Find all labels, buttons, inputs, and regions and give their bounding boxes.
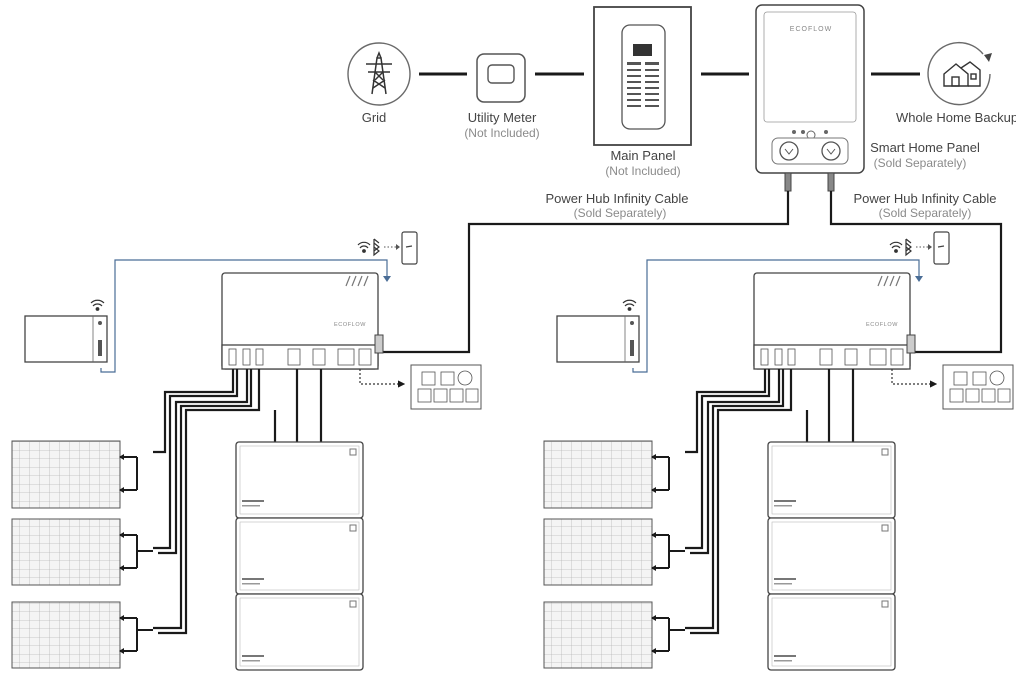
infinity-cable-left xyxy=(382,191,790,354)
grid-icon xyxy=(347,42,411,106)
solar-panel-icon xyxy=(11,518,153,586)
utility-meter-label: Utility Meter xyxy=(468,110,537,125)
shp-cable-glands xyxy=(784,172,835,192)
shp-brand: ECOFLOW xyxy=(790,26,832,33)
smart-home-panel-note: (Sold Separately) xyxy=(874,156,967,170)
smart-home-panel-label: Smart Home Panel xyxy=(870,140,980,155)
infinity-cable-right xyxy=(829,191,1003,354)
main-panel-note: (Not Included) xyxy=(605,164,680,178)
ac-outlet-panel-icon xyxy=(410,364,482,410)
utility-meter-note: (Not Included) xyxy=(464,126,539,140)
wifi-icon xyxy=(90,299,105,311)
bluetooth-icon xyxy=(373,238,380,257)
grid-label: Grid xyxy=(362,110,387,125)
power-hub-device: ECOFLOW xyxy=(221,272,384,370)
smart-home-panel-device: ECOFLOW xyxy=(755,4,865,174)
smartphone-icon xyxy=(401,231,418,265)
power-hub-subsystem-left: ECOFLOW xyxy=(11,231,482,671)
battery-pack-icon xyxy=(235,593,364,671)
cable-left-note: (Sold Separately) xyxy=(574,206,667,220)
power-hub-subsystem-right xyxy=(544,232,1013,670)
house-backup-icon xyxy=(927,41,992,106)
solar-wires xyxy=(153,369,323,635)
whole-home-backup-label: Whole Home Backup xyxy=(896,110,1016,125)
main-panel-label: Main Panel xyxy=(610,148,675,163)
hub-brand: ECOFLOW xyxy=(334,322,366,328)
comm-wire xyxy=(100,259,388,373)
solar-panel-icon xyxy=(11,601,153,669)
battery-pack-icon xyxy=(235,441,364,519)
battery-pack-icon xyxy=(235,517,364,595)
expansion-battery-device xyxy=(24,315,108,363)
cable-right-note: (Sold Separately) xyxy=(879,206,972,220)
cable-left-label: Power Hub Infinity Cable xyxy=(545,191,688,206)
utility-meter-icon xyxy=(476,53,526,103)
solar-panel-icon xyxy=(11,440,138,509)
main-panel-icon xyxy=(593,6,692,146)
wifi-icon xyxy=(357,241,371,253)
cable-right-label: Power Hub Infinity Cable xyxy=(853,191,996,206)
